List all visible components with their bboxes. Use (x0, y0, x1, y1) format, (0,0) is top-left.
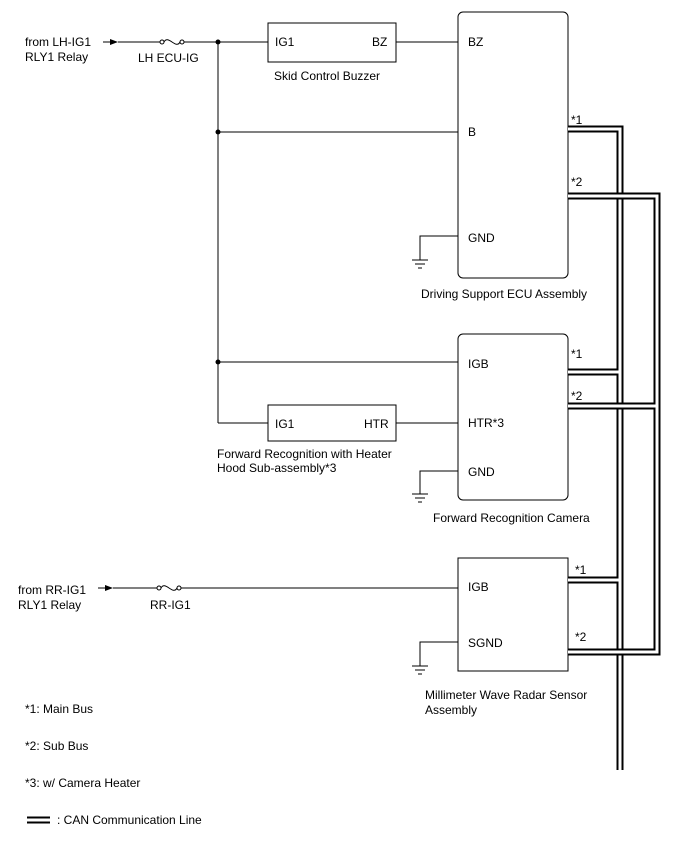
ecu-bus2-marker: *2 (571, 175, 583, 189)
buzzer-label: Skid Control Buzzer (274, 69, 380, 83)
heater-pin-ig1: IG1 (275, 417, 295, 431)
radar-box (457, 557, 569, 672)
skid-control-buzzer: IG1 BZ Skid Control Buzzer (267, 22, 397, 83)
forward-recognition-heater-hood: IG1 HTR Forward Recognition with Heater … (217, 404, 397, 475)
radar-label-line1: Millimeter Wave Radar Sensor (425, 688, 587, 702)
forward-recognition-camera: IGB HTR*3 GND Forward Recognition Camera… (412, 333, 590, 525)
buzzer-pin-ig1: IG1 (275, 35, 295, 49)
ecu-box (457, 11, 569, 279)
power-wiring (215, 39, 458, 424)
camera-bus2-marker: *2 (571, 389, 583, 403)
notes: *1: Main Bus *2: Sub Bus *3: w/ Camera H… (25, 702, 140, 790)
source-rr-line1: from RR-IG1 (18, 583, 86, 597)
heater-label-line2: Hood Sub-assembly*3 (217, 461, 337, 475)
ecu-pin-b: B (468, 125, 476, 139)
legend-label: : CAN Communication Line (57, 813, 202, 827)
buzzer-box (267, 22, 397, 63)
note-main-bus: *1: Main Bus (25, 702, 93, 716)
radar-label-line2: Assembly (425, 703, 477, 717)
ecu-bus1-marker: *1 (571, 113, 583, 127)
fuse-lh-ecu-ig: LH ECU-IG (118, 39, 218, 65)
fuse-rr-label: RR-IG1 (150, 598, 191, 612)
junction-dot (215, 359, 221, 365)
note-sub-bus: *2: Sub Bus (25, 739, 88, 753)
legend: : CAN Communication Line (27, 813, 202, 827)
camera-pin-igb: IGB (468, 357, 489, 371)
source-lh-line2: RLY1 Relay (25, 50, 88, 64)
fuse-lh-icon (163, 39, 181, 45)
source-lh-arrow-icon (110, 39, 118, 45)
millimeter-wave-radar-sensor: IGB SGND Millimeter Wave Radar Sensor As… (412, 557, 587, 717)
heater-pin-htr: HTR (364, 417, 389, 431)
ecu-label: Driving Support ECU Assembly (421, 287, 587, 301)
radar-bus1-marker: *1 (575, 563, 587, 577)
source-rr-line2: RLY1 Relay (18, 598, 81, 612)
source-lh-line1: from LH-IG1 (25, 35, 91, 49)
camera-bus1-marker: *1 (571, 347, 583, 361)
fuse-lh-label: LH ECU-IG (138, 51, 199, 65)
source-rr-ig1: from RR-IG1 RLY1 Relay (18, 583, 113, 612)
ecu-pin-gnd: GND (468, 231, 495, 245)
radar-pin-igb: IGB (468, 580, 489, 594)
can-bus-sub (568, 192, 661, 656)
radar-pin-sgnd: SGND (468, 636, 503, 650)
junction-dot (215, 39, 221, 45)
heater-label-line1: Forward Recognition with Heater (217, 447, 392, 461)
junction-dot (215, 129, 221, 135)
radar-bus2-marker: *2 (575, 630, 587, 644)
camera-box (457, 333, 569, 501)
camera-label: Forward Recognition Camera (433, 511, 590, 525)
camera-pin-htr: HTR*3 (468, 416, 504, 430)
source-rr-arrow-icon (105, 585, 113, 591)
note-camera-heater: *3: w/ Camera Heater (25, 776, 140, 790)
camera-pin-gnd: GND (468, 465, 495, 479)
buzzer-pin-bz: BZ (372, 35, 387, 49)
heater-box (267, 404, 397, 442)
ecu-pin-bz: BZ (468, 35, 483, 49)
driving-support-ecu: BZ B GND Driving Support ECU Assembly *1… (412, 11, 587, 301)
can-bus-main (568, 125, 624, 770)
source-lh-ig1: from LH-IG1 RLY1 Relay (25, 35, 118, 64)
fuse-rr-ig1: RR-IG1 (113, 585, 458, 612)
fuse-rr-icon (160, 585, 178, 591)
